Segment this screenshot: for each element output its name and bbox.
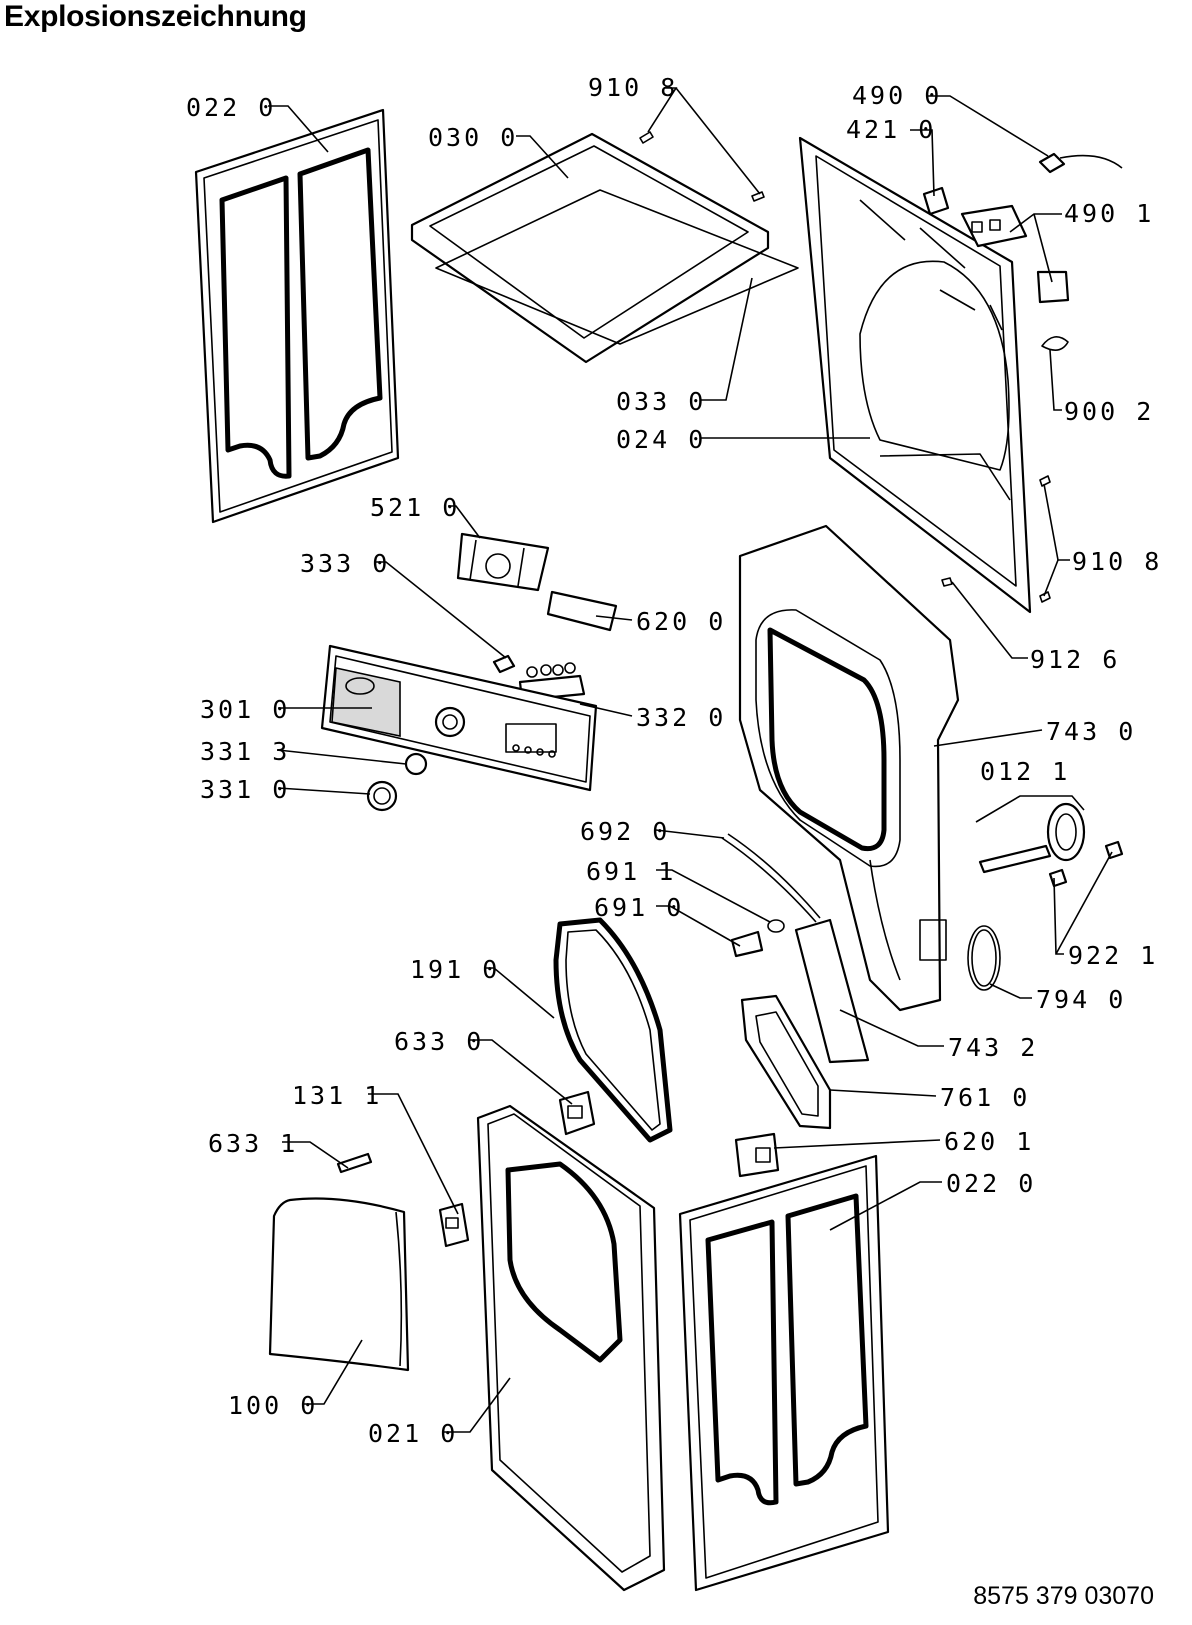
document-number: 8575 379 03070: [973, 1582, 1154, 1610]
drive-belt-part: [967, 925, 1001, 991]
label-490-1: 490 1: [1064, 199, 1154, 228]
label-900-2: 900 2: [1064, 397, 1154, 426]
label-024-0: 024 0: [616, 425, 706, 454]
label-691-1: 691 1: [586, 857, 676, 886]
top-cover-part: [410, 132, 799, 364]
label-191-0: 191 0: [410, 955, 500, 984]
label-910-8-side: 910 8: [1072, 547, 1162, 576]
label-331-3: 331 3: [200, 737, 290, 766]
label-022-0-top: 022 0: [186, 93, 276, 122]
control-board-part: [456, 532, 550, 592]
door-hinge-part: [730, 919, 785, 958]
side-panel-right-part: [678, 1154, 890, 1592]
strap-part: [721, 833, 821, 923]
label-910-8-top: 910 8: [588, 73, 678, 102]
label-301-0: 301 0: [200, 695, 290, 724]
label-633-1: 633 1: [208, 1129, 298, 1158]
label-912-6: 912 6: [1030, 645, 1120, 674]
label-922-1: 922 1: [1068, 941, 1158, 970]
label-521-0: 521 0: [370, 493, 460, 522]
lint-filter-part: [740, 994, 832, 1130]
label-022-0-bottom: 022 0: [946, 1169, 1036, 1198]
power-cord-part: [1038, 152, 1123, 174]
label-333-0: 333 0: [300, 549, 390, 578]
drum-roller-part: [978, 802, 1086, 874]
label-633-0: 633 0: [394, 1027, 484, 1056]
label-743-0: 743 0: [1046, 717, 1136, 746]
light-pipe-part: [492, 654, 516, 674]
label-331-0: 331 0: [200, 775, 290, 804]
label-012-1: 012 1: [980, 757, 1070, 786]
relay-part: [734, 1132, 780, 1178]
door-gasket-part: [553, 917, 673, 1143]
part-labels: 022 0 030 0 910 8 490 0 421 0 490 1 900 …: [186, 73, 1162, 1448]
front-panel-part: [476, 1104, 666, 1592]
label-490-0: 490 0: [852, 81, 942, 110]
side-panel-left-part: [194, 108, 400, 524]
filter-box-part: [922, 186, 950, 216]
label-743-2: 743 2: [948, 1033, 1038, 1062]
label-131-1: 131 1: [292, 1081, 382, 1110]
cable-clip-part: [1041, 336, 1069, 351]
door-part: [268, 1197, 410, 1372]
label-620-1: 620 1: [944, 1127, 1034, 1156]
filter-sheet-part: [794, 918, 870, 1064]
label-761-0: 761 0: [940, 1083, 1030, 1112]
label-332-0: 332 0: [636, 703, 726, 732]
terminal-block-part: [960, 204, 1070, 304]
pcb-part: [546, 590, 618, 632]
label-691-0: 691 0: [594, 893, 684, 922]
knob-parts: [366, 752, 428, 812]
label-030-0: 030 0: [428, 123, 518, 152]
label-421-0: 421 0: [846, 115, 936, 144]
label-021-0: 021 0: [368, 1419, 458, 1448]
screw-front-part: [336, 1152, 373, 1174]
page-title: Explosionszeichnung: [4, 0, 307, 33]
label-794-0: 794 0: [1036, 985, 1126, 1014]
control-panel-part: [320, 644, 598, 792]
rear-panel-part: [798, 136, 1032, 614]
label-100-0: 100 0: [228, 1391, 318, 1420]
drum-housing-part: [738, 524, 960, 1012]
door-lock-part: [558, 1090, 596, 1136]
leader-lines: [268, 87, 1113, 1433]
label-033-0: 033 0: [616, 387, 706, 416]
label-692-0: 692 0: [580, 817, 670, 846]
door-switch-part: [438, 1202, 470, 1248]
label-620-0: 620 0: [636, 607, 726, 636]
